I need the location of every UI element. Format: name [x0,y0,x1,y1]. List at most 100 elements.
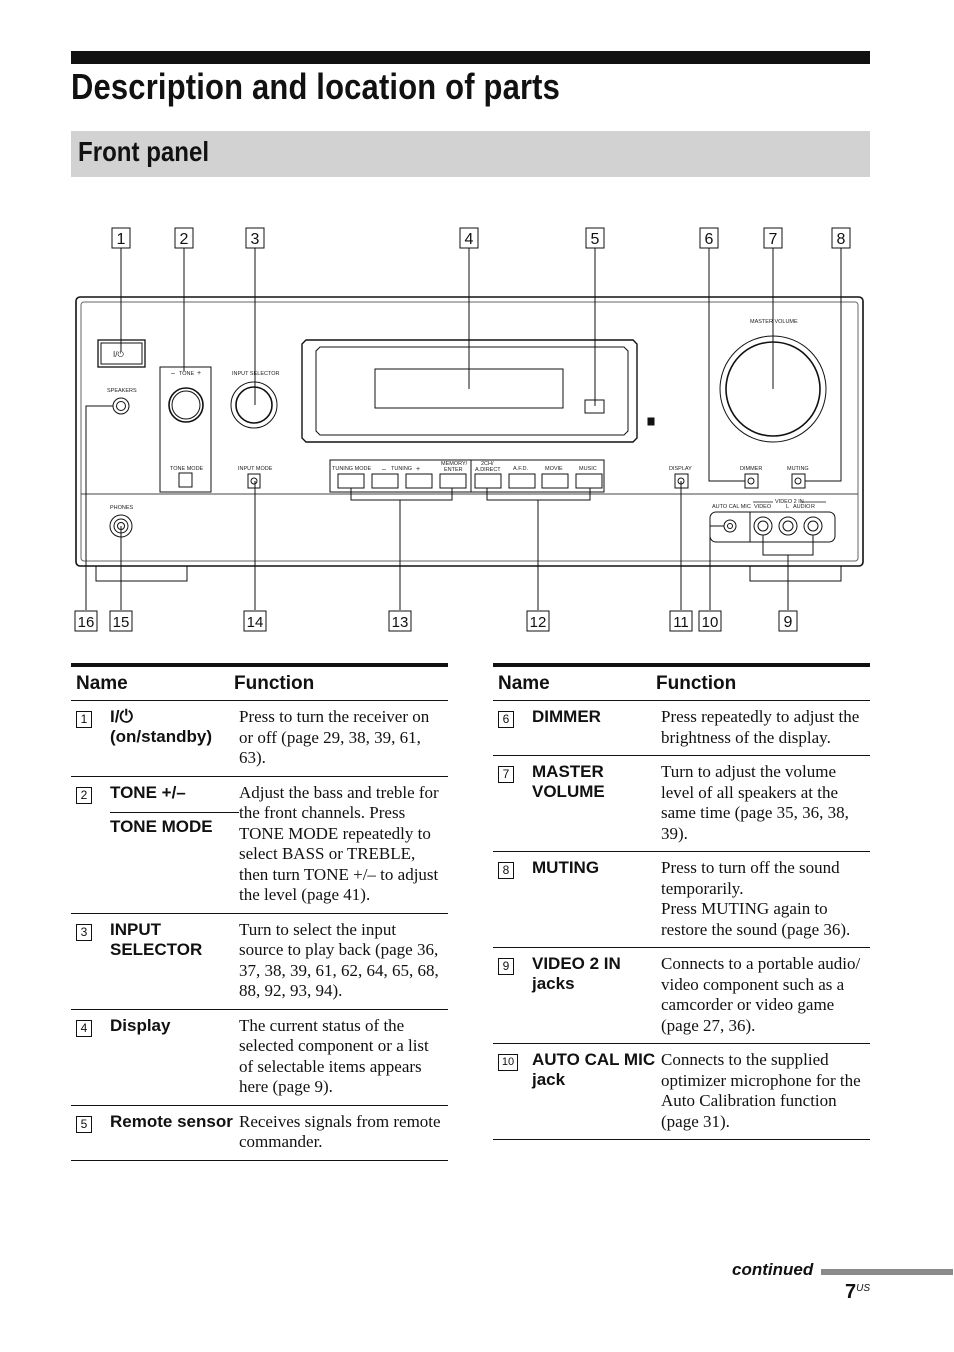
parts-table-left: Name Function 1 I/⏻ (on/standby) Press t… [71,663,448,1161]
power-label: I/⏻ [113,350,124,359]
audio-label: AUDIO [793,504,811,510]
page-number: 7US [845,1281,870,1304]
r-label: R [811,504,815,510]
svg-text:9: 9 [784,614,793,631]
svg-text:7: 7 [769,231,778,248]
music-label: MUSIC [579,466,597,472]
master-volume-label: MASTER VOLUME [750,319,798,325]
part-name: AUTO CAL MIC jack [532,1050,656,1089]
row-number: 7 [498,766,514,783]
audio-l-jack [778,516,798,536]
row-number: 4 [76,1019,92,1037]
table-row: 1 I/⏻ (on/standby) Press to turn the rec… [71,701,448,777]
header-function: Function [234,672,315,694]
header-name: Name [498,672,550,694]
top-rule [71,51,870,64]
left-foot [95,565,188,582]
parts-table-right: Name Function 6 DIMMER Press repeatedly … [493,663,870,1140]
input-mode-label: INPUT MODE [238,466,273,472]
table-header: Name Function [71,667,448,701]
tone-mode-label: TONE MODE [170,466,204,472]
tone-knob [168,387,204,423]
svg-text:16: 16 [78,614,95,631]
afd-label: A.F.D. [513,466,528,472]
part-function: Press to turn the receiver on or off (pa… [239,707,430,767]
part-function: Adjust the bass and treble for the front… [239,782,439,905]
row-number: 8 [498,862,514,879]
tone-knob-box [159,366,212,493]
movie-label: MOVIE [545,466,563,472]
page-title: Description and location of parts [71,66,561,107]
header-function: Function [656,672,737,694]
tuning-mode-label: TUNING MODE [332,466,371,472]
callout-8: 8 [831,227,851,249]
callout-5: 5 [585,227,605,249]
row-number: 10 [498,1054,518,1071]
l-label: L [786,504,789,510]
tuning-label: TUNING [391,466,412,472]
part-function: Press repeatedly to adjust the brightnes… [661,707,860,747]
svg-text:2: 2 [180,231,189,248]
dimmer-label: DIMMER [740,466,762,472]
input-mode-button [247,473,261,489]
row-number: 2 [76,786,92,804]
part-function: Connects to the supplied optimizer micro… [661,1050,861,1131]
audio-r-jack [803,516,823,536]
phones-label: PHONES [110,505,134,511]
row-number: 6 [498,711,514,728]
part-function: Connects to a portable audio/ video comp… [661,954,861,1035]
part-name: DIMMER [532,707,601,726]
muting-label: MUTING [787,466,809,472]
part-name-secondary: TONE MODE [110,811,239,837]
svg-text:12: 12 [530,614,547,631]
display-label: DISPLAY [669,466,692,472]
sound-field-button-group [470,459,605,493]
callout-4: 4 [459,227,479,249]
tone-mode-button [178,472,193,488]
part-function: Turn to select the input source to play … [239,919,439,1001]
svg-text:11: 11 [673,614,689,631]
part-function: Receives signals from remote commander. [239,1111,441,1152]
row-number: 3 [76,923,92,941]
part-function: Press to turn off the sound temporarily.… [661,858,851,939]
table-row: 8 MUTING Press to turn off the sound tem… [493,852,870,948]
table-row: 2 TONE +/– TONE MODE Adjust the bass and… [71,777,448,914]
continued-bar [821,1269,953,1275]
section-title: Front panel [78,136,210,167]
tone-plus-label: + [197,370,201,377]
part-function: The current status of the selected compo… [239,1015,429,1097]
callout-1: 1 [111,227,131,249]
table-row: 6 DIMMER Press repeatedly to adjust the … [493,701,870,756]
callout-7: 7 [763,227,783,249]
tone-minus-label: – [171,370,175,377]
right-foot [749,565,842,582]
table-row: 3 INPUT SELECTOR Turn to select the inpu… [71,914,448,1010]
section-band [71,131,870,177]
two-ch-label-1: 2CH/ [481,461,494,467]
table-row: 4 Display The current status of the sele… [71,1010,448,1106]
video2in-label: VIDEO 2 IN [775,499,804,505]
svg-text:15: 15 [113,614,130,631]
page-suffix: US [856,1283,871,1294]
row-number: 5 [76,1115,92,1133]
table-row: 7 MASTER VOLUME Turn to adjust the volum… [493,756,870,852]
auto-cal-mic-jack [723,519,737,533]
video-jack [753,516,773,536]
table-header: Name Function [493,667,870,701]
row-number: 9 [498,958,514,975]
table-row: 10 AUTO CAL MIC jack Connects to the sup… [493,1044,870,1140]
part-name: I/⏻ (on/standby) [110,707,212,746]
table-row: 9 VIDEO 2 IN jacks Connects to a portabl… [493,948,870,1044]
muting-button [791,473,806,489]
svg-text:4: 4 [465,231,474,248]
row-number: 1 [76,711,92,728]
front-jack-panel [709,511,836,543]
page-number-value: 7 [845,1281,857,1303]
svg-text:1: 1 [117,231,126,248]
callout-16: 16 [74,610,98,632]
memory-label-1: MEMORY/ [441,461,468,467]
dimmer-button [744,473,759,489]
tuning-minus-label: – [382,466,386,473]
callout-12: 12 [526,610,550,632]
callout-6: 6 [699,227,719,249]
